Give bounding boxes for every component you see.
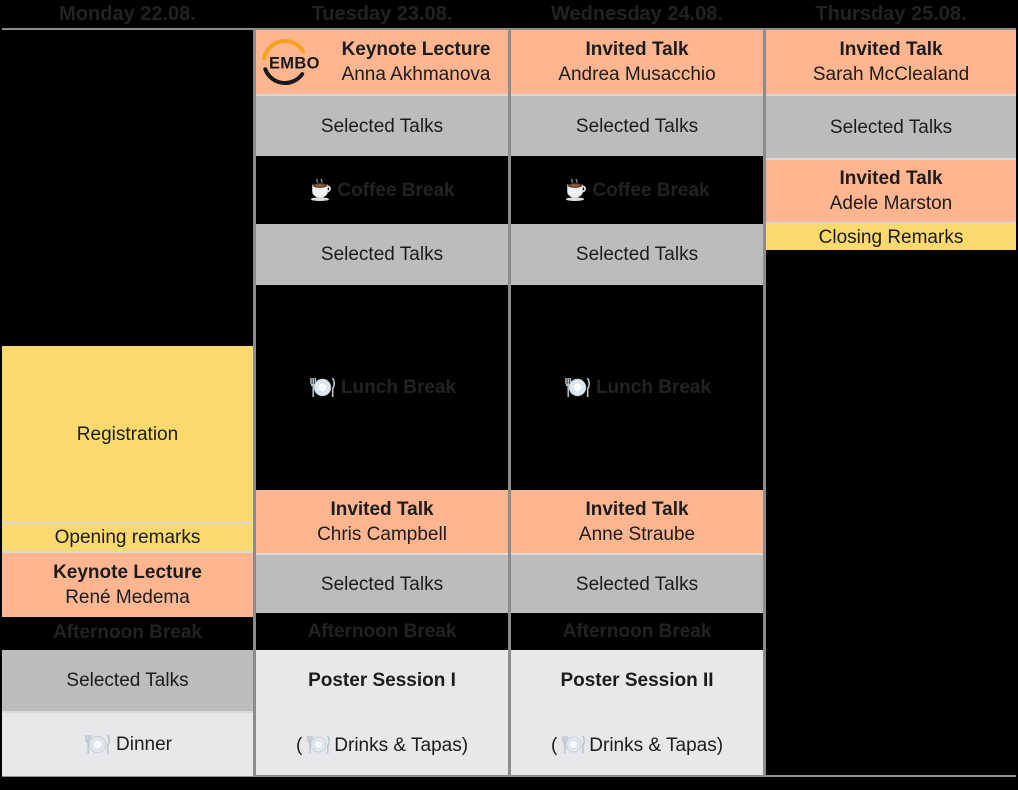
coffee-break-cell: Coffee Break [511,158,763,222]
registration-label: Registration [76,423,179,445]
lunch-plate-icon [565,376,590,398]
keynote-speaker: Anna Akhmanova [341,64,491,85]
selected-talks-label: Selected Talks [575,115,699,137]
keynote-speaker: René Medema [65,587,190,608]
dinner-cell: Dinner [2,711,253,776]
selected-talks-cell: Selected Talks [256,553,508,613]
coffee-icon [565,178,587,202]
invited-talk-speaker: Chris Campbell [317,523,447,545]
opening-remarks-label: Opening remarks [54,527,201,548]
closing-remarks-cell: Closing Remarks [766,222,1016,250]
day-header-monday: Monday 22.08. [59,3,196,25]
day-header-thursday: Thursday 25.08. [815,3,967,25]
poster-note: Drinks & Tapas) [589,734,724,756]
invited-talk-cell: Invited Talk Anne Straube [511,490,763,553]
selected-talks-label: Selected Talks [320,573,444,595]
invited-talk-speaker: Andrea Musacchio [558,64,716,85]
day-header-wednesday: Wednesday 24.08. [551,3,723,25]
coffee-break-label: Coffee Break [337,179,455,201]
closing-remarks-label: Closing Remarks [818,226,964,248]
column-tuesday: EMBO Keynote Lecture Anna Akhmanova Sele… [256,29,508,777]
embo-logo: EMBO [262,38,320,85]
dinner-plate-icon [85,733,110,755]
poster-session-title: Poster Session II [560,669,714,691]
column-thursday: Invited Talk Sarah McClealand Selected T… [766,29,1016,777]
lunch-plate-icon [310,376,335,398]
invited-talk-title: Invited Talk [585,498,689,520]
keynote-title: Keynote Lecture [53,562,202,583]
lunch-break-label: Lunch Break [340,377,457,398]
invited-talk-cell: Invited Talk Chris Campbell [256,490,508,553]
coffee-icon [310,178,332,202]
invited-talk-cell: Invited Talk Adele Marston [766,158,1016,222]
coffee-break-cell: Coffee Break [256,158,508,222]
invited-talk-title: Invited Talk [839,39,943,60]
tapas-plate-icon [307,735,331,754]
selected-talks-label: Selected Talks [829,116,953,138]
invited-talk-cell: Invited Talk Andrea Musacchio [511,30,763,94]
coffee-break-label: Coffee Break [592,179,710,201]
tapas-plate-icon [562,735,586,754]
selected-talks-label: Selected Talks [320,244,444,265]
invited-talk-speaker: Sarah McClealand [812,64,970,85]
selected-talks-cell: Selected Talks [511,553,763,613]
selected-talks-cell: Selected Talks [511,94,763,156]
column-monday: Registration Opening remarks Keynote Lec… [2,29,253,777]
afternoon-break-label: Afternoon Break [562,621,712,642]
afternoon-break-cell-wednesday: Afternoon Break [511,615,763,648]
invited-talk-cell: Invited Talk Sarah McClealand [766,30,1016,94]
poster-session-cell-1: Poster Session I ( Drinks & Tapas) [256,650,508,775]
keynote-cell-tuesday: EMBO Keynote Lecture Anna Akhmanova [256,30,508,94]
keynote-cell-monday: Keynote Lecture René Medema [2,551,253,617]
poster-note-open: ( [295,734,303,756]
invited-talk-title: Invited Talk [585,39,689,60]
selected-talks-cell: Selected Talks [511,224,763,285]
selected-talks-cell: Selected Talks [256,94,508,156]
selected-talks-cell: Selected Talks [766,94,1016,158]
lunch-break-cell: Lunch Break [256,287,508,488]
afternoon-break-cell-tuesday: Afternoon Break [256,615,508,648]
selected-talks-label: Selected Talks [575,573,699,595]
lunch-break-cell: Lunch Break [511,287,763,488]
column-wednesday: Invited Talk Andrea Musacchio Selected T… [511,29,763,777]
afternoon-break-label: Afternoon Break [53,622,202,643]
column-divider-1 [253,29,256,777]
selected-talks-cell-monday: Selected Talks [2,650,253,711]
selected-talks-label: Selected Talks [575,244,699,265]
registration-cell: Registration [2,346,253,522]
invited-talk-speaker: Adele Marston [829,193,953,214]
selected-talks-cell: Selected Talks [256,224,508,285]
selected-talks-label: Selected Talks [66,670,189,691]
afternoon-break-cell-monday: Afternoon Break [2,617,253,648]
invited-talk-title: Invited Talk [330,498,434,520]
selected-talks-label: Selected Talks [320,115,444,137]
poster-note-open: ( [550,734,558,756]
poster-session-title: Poster Session I [308,669,456,691]
poster-note: Drinks & Tapas) [334,734,469,756]
column-divider-3 [763,29,766,777]
invited-talk-title: Invited Talk [839,168,943,189]
invited-talk-speaker: Anne Straube [578,523,696,545]
lunch-break-label: Lunch Break [595,377,712,398]
embo-logo-text: EMBO [269,55,320,73]
keynote-title: Keynote Lecture [341,39,491,60]
afternoon-break-label: Afternoon Break [307,621,457,642]
dinner-label: Dinner [116,734,172,755]
poster-session-cell-2: Poster Session II ( Drinks & Tapas) [511,650,763,775]
day-header-tuesday: Tuesday 23.08. [311,3,453,25]
opening-remarks-cell: Opening remarks [2,522,253,551]
column-divider-2 [508,29,511,777]
